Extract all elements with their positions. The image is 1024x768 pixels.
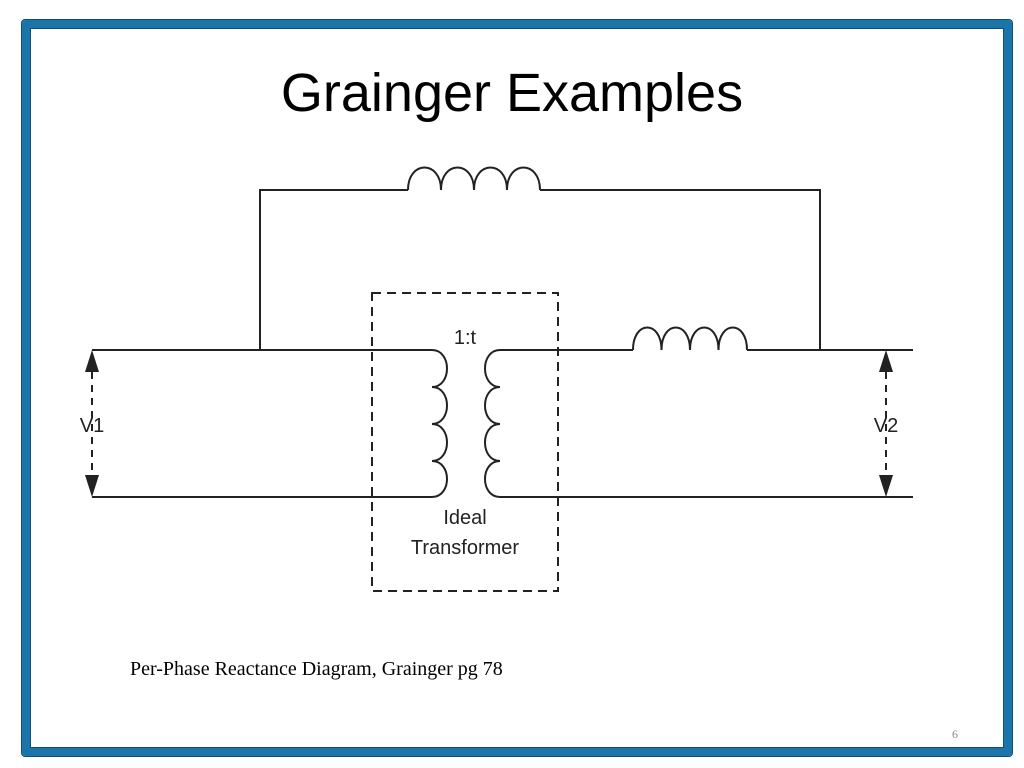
page-number: 6 [952,727,958,741]
v2-arrow-up-icon [879,350,893,372]
diagram-caption: Per-Phase Reactance Diagram, Grainger pg… [130,658,503,680]
series-reactance-coil [632,326,748,351]
secondary-winding-coil [484,349,501,498]
v1-arrow-down-icon [85,475,99,497]
v2-label: V2 [874,415,898,437]
turns-ratio-label: 1:t [454,327,477,349]
v1-arrow-up-icon [85,350,99,372]
top-reactance-coil [407,166,541,191]
top-bypass-wire [259,189,821,350]
v1-label: V1 [80,415,104,437]
transformer-label-ideal: Ideal [443,507,486,529]
slide-title: Grainger Examples [280,63,744,123]
transformer-label-transformer: Transformer [411,537,520,559]
v2-arrow-down-icon [879,475,893,497]
primary-winding-coil [431,349,448,498]
slide-frame [22,20,1012,756]
ideal-transformer-box [371,292,559,592]
